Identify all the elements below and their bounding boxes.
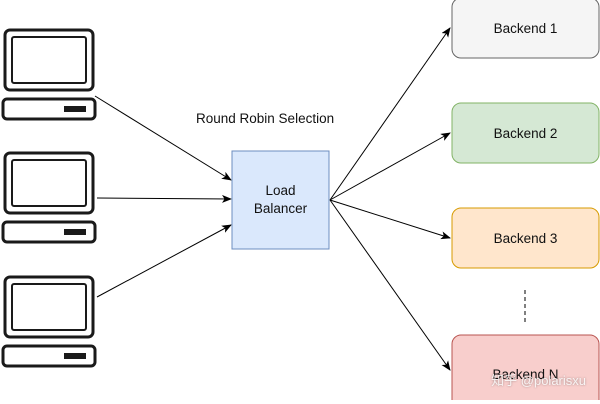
backend-1-box <box>451 0 600 59</box>
load-balancer-label-line1: Load <box>265 183 296 198</box>
backend-2-box <box>451 102 600 164</box>
arrow-client2-to-lb <box>96 194 232 203</box>
client-computer-1 <box>1 28 97 121</box>
arrow-lb-to-backend-1 <box>329 27 451 201</box>
backend-3-label: Backend 3 <box>493 230 558 246</box>
backend-2-label: Backend 2 <box>493 125 558 141</box>
arrow-lb-to-backend-3 <box>329 199 451 240</box>
arrow-lb-to-backend-2 <box>329 132 451 201</box>
backend-3-box <box>451 207 600 269</box>
backend-1-label: Backend 1 <box>493 20 558 36</box>
backend-n-box <box>451 334 600 400</box>
client-computer-2 <box>1 151 97 244</box>
load-balancer-label-line2: Balancer <box>253 201 308 216</box>
load-balancer-label: Load Balancer <box>232 151 329 249</box>
arrow-client3-to-lb <box>96 224 232 298</box>
watermark: 知乎 @polarisxu <box>491 373 586 388</box>
round-robin-caption: Round Robin Selection <box>196 111 335 126</box>
backend-n-label: Backend N <box>492 366 559 382</box>
arrow-lb-to-backend-n <box>329 199 451 371</box>
arrow-client1-to-lb <box>94 95 232 181</box>
load-balancer-box <box>231 150 330 250</box>
client-computer-3 <box>1 275 97 368</box>
